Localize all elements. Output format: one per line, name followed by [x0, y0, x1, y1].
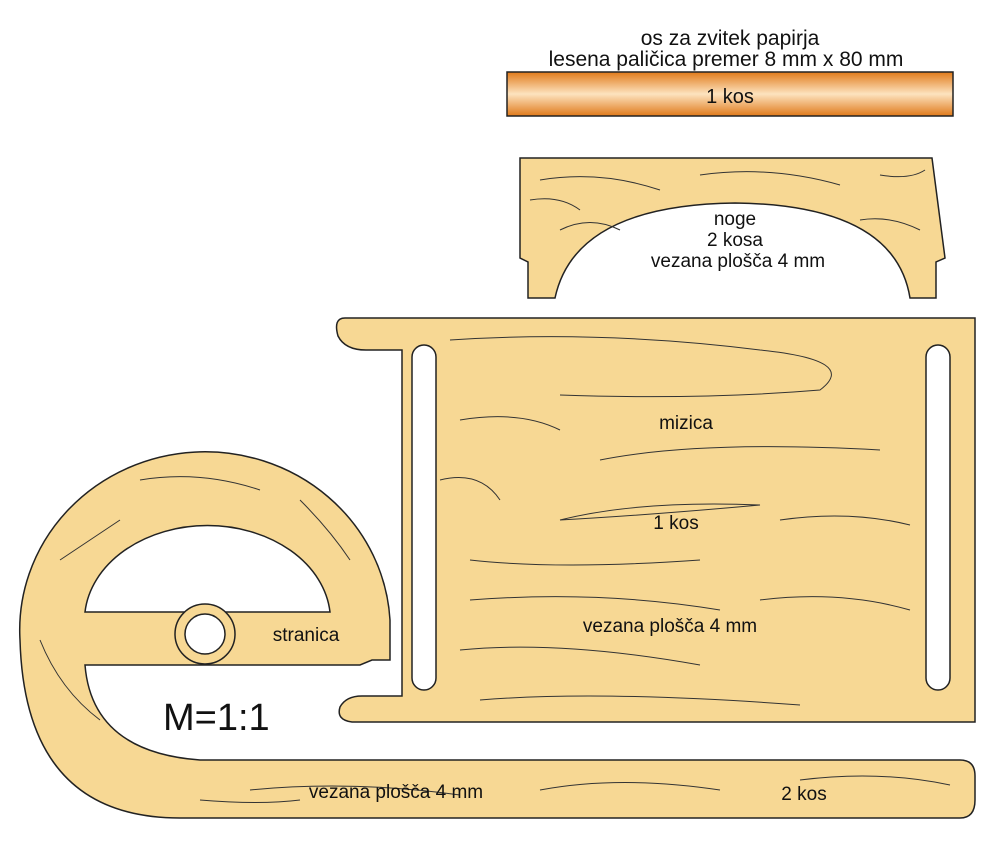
rod-shape	[506, 71, 954, 117]
table-count: 1 kos	[653, 513, 698, 534]
table-material: vezana plošča 4 mm	[583, 616, 757, 637]
table-slot-left	[411, 344, 437, 691]
rod-title-line1: os za zvitek papirja	[641, 27, 820, 50]
side-count: 2 kos	[781, 784, 826, 805]
side-name: stranica	[273, 625, 340, 646]
side-material: vezana plošča 4 mm	[309, 782, 483, 803]
side-axle-hole	[184, 613, 226, 655]
legs-count: 2 kosa	[707, 230, 763, 251]
legs-part: noge 2 kosa vezana plošča 4 mm	[519, 157, 946, 299]
legs-material: vezana plošča 4 mm	[651, 251, 825, 272]
rod-title-line2: lesena paličica premer 8 mm x 80 mm	[549, 48, 904, 71]
side-part: stranica vezana plošča 4 mm 2 kos	[18, 450, 976, 819]
table-slot-right	[925, 344, 951, 691]
rod-count: 1 kos	[706, 86, 754, 108]
legs-shape	[519, 157, 946, 299]
scale-label: M=1:1	[163, 697, 270, 739]
table-shape	[335, 317, 976, 723]
rod-part: os za zvitek papirja lesena paličica pre…	[506, 27, 954, 117]
table-part: mizica 1 kos vezana plošča 4 mm	[335, 317, 976, 723]
legs-name: noge	[714, 209, 756, 230]
side-cutout	[84, 524, 331, 613]
table-name: mizica	[659, 413, 713, 434]
